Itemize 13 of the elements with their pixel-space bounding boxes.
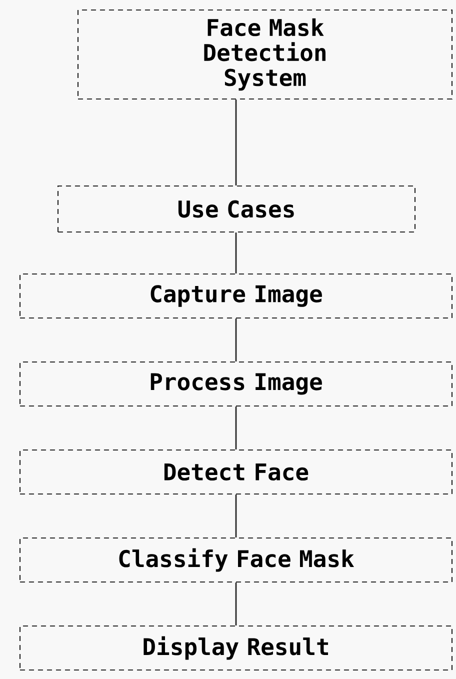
connector-line <box>235 232 237 274</box>
connector-line <box>235 406 237 450</box>
process-box: Capture Image <box>19 273 453 319</box>
process-box: Use Cases <box>57 185 416 233</box>
process-box: Detect Face <box>19 449 453 495</box>
process-box: Process Image <box>19 361 453 407</box>
process-box: Classify Face Mask <box>19 537 453 583</box>
connector-line <box>235 100 237 186</box>
connector-line <box>235 582 237 626</box>
connector-line <box>235 318 237 362</box>
connector-line <box>235 494 237 538</box>
process-box: Display Result <box>19 625 453 671</box>
process-box: Face Mask Detection System <box>77 9 453 100</box>
